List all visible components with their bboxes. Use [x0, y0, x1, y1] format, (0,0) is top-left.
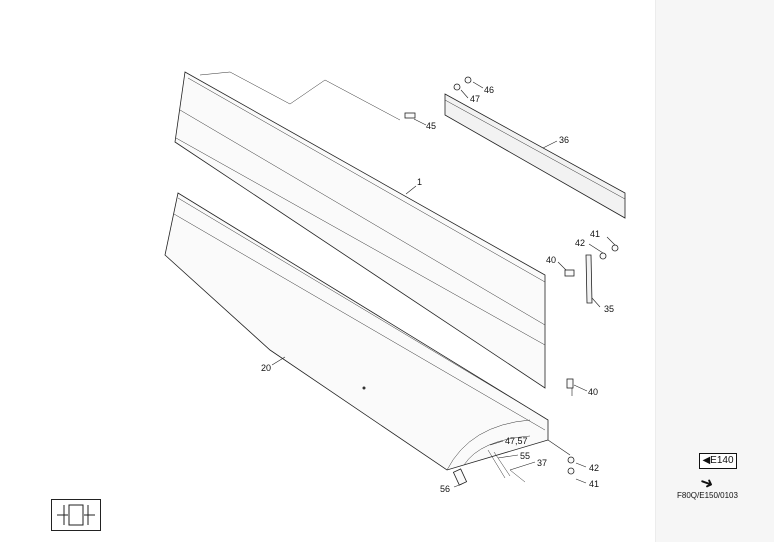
- callout-1: 1: [417, 177, 422, 187]
- callout-40-upper: 40: [546, 255, 556, 265]
- lower-panel: [164, 192, 549, 471]
- callout-20: 20: [261, 363, 271, 373]
- callout-46: 46: [484, 85, 494, 95]
- upper-panel: [174, 71, 546, 389]
- callout-40-lower: 40: [588, 387, 598, 397]
- callout-labels: 1 20 35 36 37 40 40 41 41 42 42 45 46 47…: [261, 85, 614, 494]
- callout-55: 55: [520, 451, 530, 461]
- page-reference-button[interactable]: ◀E140: [699, 453, 737, 469]
- callout-45: 45: [426, 121, 436, 131]
- frame-symbol-icon: [51, 499, 101, 531]
- callout-42-upper: 42: [575, 238, 585, 248]
- callout-47-57: 47,57: [505, 436, 528, 446]
- drawing-code: F80Q/E150/0103: [677, 491, 738, 500]
- hardware: [404, 76, 619, 486]
- callout-56: 56: [440, 484, 450, 494]
- callout-47: 47: [470, 94, 480, 104]
- callout-41-lower: 41: [589, 479, 599, 489]
- side-margin-panel: [655, 0, 774, 542]
- bracket: [585, 254, 593, 304]
- callout-36: 36: [559, 135, 569, 145]
- leader-lines: [271, 81, 616, 488]
- callout-41-upper: 41: [590, 229, 600, 239]
- upper-strip: [444, 93, 626, 219]
- callout-42-lower: 42: [589, 463, 599, 473]
- callout-35: 35: [604, 304, 614, 314]
- callout-37: 37: [537, 458, 547, 468]
